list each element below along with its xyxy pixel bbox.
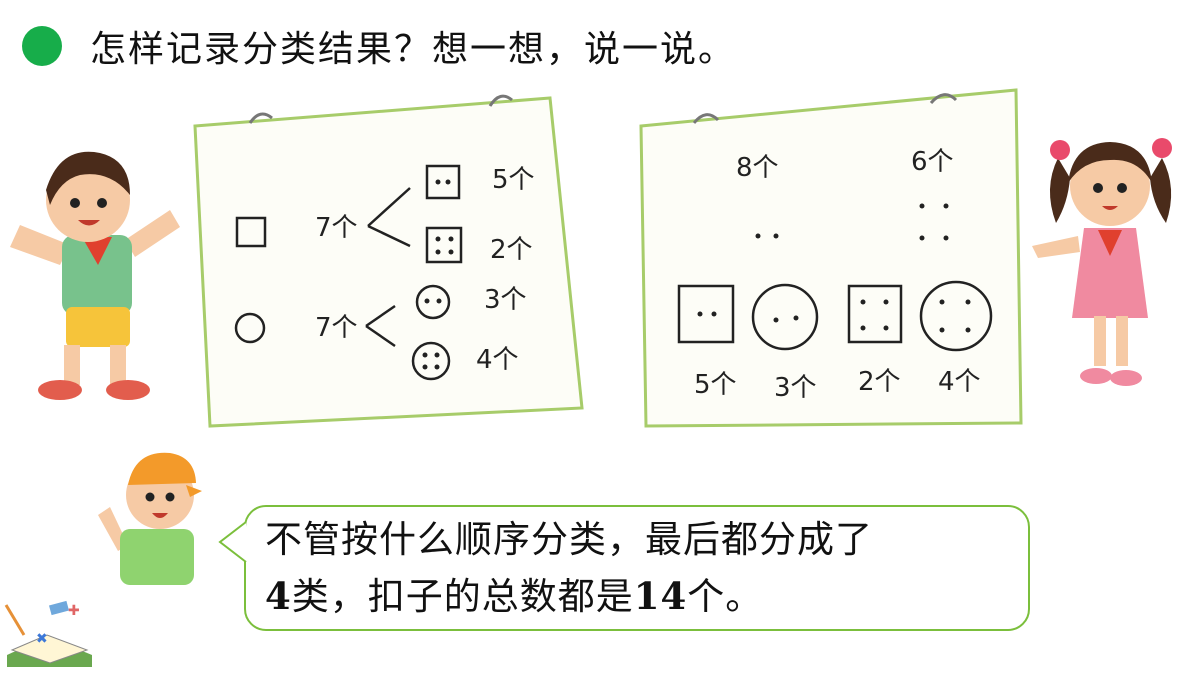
title-row: 怎样记录分类结果？想一想，说一说。 bbox=[22, 18, 736, 74]
square-two-hole-button-icon bbox=[425, 164, 461, 200]
circle-two-hole-button-icon bbox=[415, 284, 451, 320]
girl-character-illustration bbox=[1032, 138, 1172, 386]
speech-bubble-tail bbox=[218, 521, 247, 563]
two-hole-total: 8个 bbox=[736, 153, 779, 183]
circle-total-label: 7个 bbox=[315, 313, 358, 343]
square-two-count-right: 5个 bbox=[694, 370, 737, 400]
square-two-count: 5个 bbox=[492, 165, 535, 195]
speech-line-2-text: 类，扣子的总数都是 bbox=[291, 575, 634, 618]
speech-text: 不管按什么顺序分类，最后都分成了 4类，扣子的总数都是14个。 bbox=[265, 512, 1025, 625]
big-square-two-hole-icon bbox=[677, 284, 735, 344]
big-square-four-hole-icon bbox=[847, 284, 903, 344]
right-record-card: 8个 6个 5个 3个 2个 4个 bbox=[639, 88, 1023, 428]
svg-text:✚: ✚ bbox=[68, 603, 80, 619]
square-four-count: 2个 bbox=[490, 235, 533, 265]
bullet-dot-icon bbox=[22, 26, 62, 66]
total-count: 14 bbox=[633, 574, 688, 618]
circle-four-count: 4个 bbox=[476, 345, 519, 375]
square-four-hole-button-icon bbox=[425, 226, 463, 264]
big-circle-two-hole-icon bbox=[751, 283, 819, 351]
square-total-label: 7个 bbox=[315, 213, 358, 243]
page-title: 怎样记录分类结果？想一想，说一说。 bbox=[90, 29, 737, 70]
big-circle-four-hole-icon bbox=[919, 280, 993, 352]
circle-button-icon bbox=[234, 312, 266, 344]
square-four-count-right: 2个 bbox=[858, 367, 901, 397]
left-record-card: 7个 5个 2个 7个 3个 4个 bbox=[193, 94, 584, 428]
circle-four-hole-button-icon bbox=[411, 341, 451, 381]
speech-line-2: 4类，扣子的总数都是14个。 bbox=[265, 568, 1025, 625]
stationery-decoration-icon: ✚ ✖ bbox=[4, 600, 92, 667]
circle-two-count-right: 3个 bbox=[774, 373, 817, 403]
four-hole-total: 6个 bbox=[911, 147, 954, 177]
circle-four-count-right: 4个 bbox=[938, 367, 981, 397]
circle-two-count: 3个 bbox=[484, 285, 527, 315]
waving-boy-illustration bbox=[98, 452, 202, 585]
speech-line-2-end: 个。 bbox=[687, 575, 764, 618]
speech-bubble bbox=[244, 505, 1030, 631]
category-count: 4 bbox=[265, 574, 292, 618]
boy-character-illustration bbox=[10, 151, 180, 400]
svg-text:✖: ✖ bbox=[36, 631, 48, 647]
speech-line-1: 不管按什么顺序分类，最后都分成了 bbox=[265, 518, 873, 561]
square-button-icon bbox=[235, 216, 267, 248]
